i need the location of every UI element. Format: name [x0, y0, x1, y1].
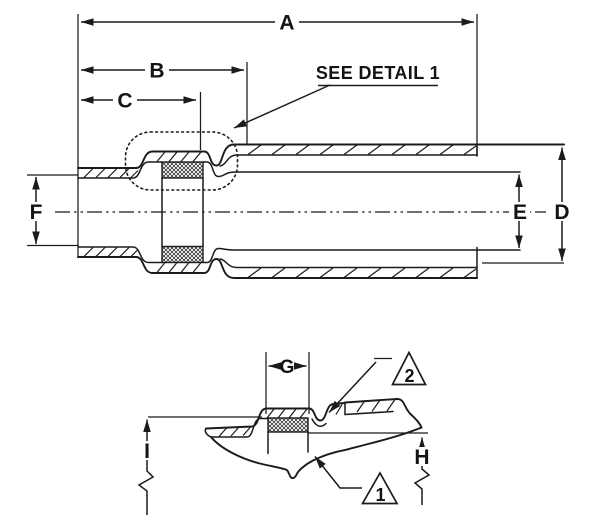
- detail-boundary-box: [124, 131, 239, 191]
- dim-label-i: I: [144, 440, 150, 463]
- flag-2-triangle: [391, 350, 427, 386]
- dim-label-g: G: [280, 357, 295, 378]
- detail-valley-fold: [311, 418, 327, 427]
- dim-label-e: E: [513, 201, 527, 224]
- main-view: SEE DETAIL 1 A B C F E D: [25, 12, 573, 279]
- hatch-marks-detail-bump2: [335, 404, 343, 415]
- tube-bottom-inner-edge-left: [77, 246, 163, 264]
- solder-ring-bottom: [161, 245, 204, 264]
- hatch-marks-top-large-tube: [247, 144, 477, 155]
- tube-bottom-jacket-line: [219, 258, 478, 269]
- flag-1-triangle: [361, 471, 399, 505]
- detail-flap-top-edge: [344, 398, 423, 429]
- tube-bottom-inner-edge-right: [202, 247, 521, 264]
- hatch-marks-detail-bump: [266, 408, 308, 419]
- flag-1-leader: [314, 456, 362, 489]
- tube-top-inner-edge-left: [77, 161, 163, 179]
- detail-flap-bottom-edge: [345, 426, 423, 451]
- hatch-marks-bottom-bump: [156, 262, 202, 273]
- hatch-marks-detail-flap: [356, 399, 396, 413]
- dim-label-a: A: [279, 12, 294, 35]
- tube-top-jacket-line: [219, 154, 478, 167]
- flag-2-label: 2: [404, 366, 414, 386]
- flag-1-label: 1: [375, 485, 385, 505]
- tube-bottom-outer-edge: [77, 256, 478, 279]
- detail-sleeve-left-tip: [204, 427, 212, 438]
- detail-sleeve-under-edge: [210, 417, 269, 438]
- detail-flap-fold-line: [344, 410, 394, 416]
- dim-line-i: [137, 419, 155, 515]
- hatch-marks-detail-wedge: [218, 426, 252, 437]
- see-detail-1-label: SEE DETAIL 1: [316, 63, 440, 83]
- see-detail-leader: [233, 84, 331, 129]
- dim-label-f: F: [30, 201, 43, 224]
- hatch-marks-bottom-small-tube: [83, 247, 139, 257]
- detail-solder-band: [267, 417, 309, 433]
- hatch-marks-top-small-tube: [83, 168, 139, 178]
- dim-label-h: H: [414, 446, 429, 469]
- dim-label-b: B: [149, 60, 164, 83]
- detail-view: I H G 2: [137, 350, 432, 515]
- dim-label-d: D: [554, 201, 569, 224]
- tube-top-outer-edge: [77, 143, 565, 169]
- flag-2-leader: [328, 361, 377, 414]
- solder-ring-top: [161, 161, 204, 179]
- hatch-marks-top-bump: [156, 151, 202, 162]
- detail-adhesive-outline: [210, 436, 347, 480]
- tube-top-inner-edge-right: [202, 161, 521, 178]
- dim-label-c: C: [117, 90, 132, 113]
- hatch-marks-bottom-large-tube: [247, 267, 477, 278]
